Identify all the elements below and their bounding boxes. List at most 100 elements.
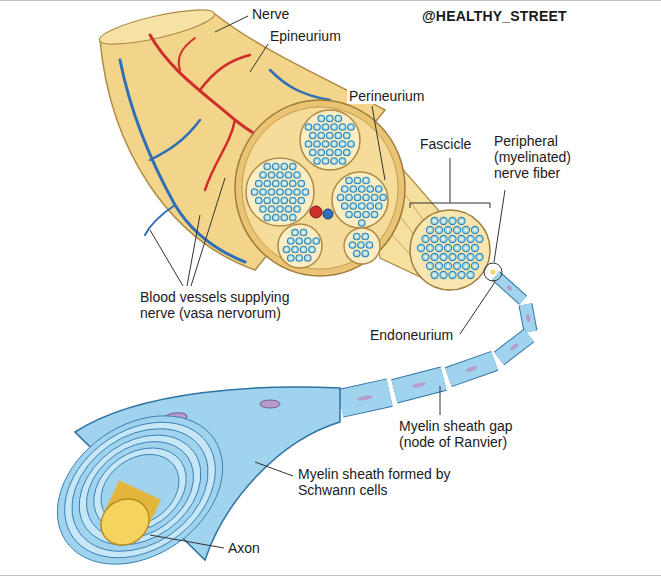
axon-section bbox=[360, 205, 363, 208]
axon-section bbox=[339, 196, 342, 199]
axon-section bbox=[373, 196, 376, 199]
nerve-fiber-section bbox=[458, 235, 465, 242]
axon-section bbox=[465, 247, 468, 250]
nerve-fiber-section bbox=[294, 172, 301, 179]
nerve-fiber-section bbox=[431, 271, 438, 278]
axon-section bbox=[433, 256, 436, 259]
axon-section bbox=[320, 117, 323, 120]
nerve-fiber-section bbox=[304, 238, 311, 245]
myelin-lamella bbox=[29, 385, 251, 576]
axon-section bbox=[302, 248, 305, 251]
nerve-fiber-section bbox=[285, 206, 292, 213]
axon-section bbox=[316, 126, 319, 129]
nerve-fiber-section bbox=[292, 246, 299, 253]
vein-section bbox=[323, 209, 333, 219]
nerve-fiber-section bbox=[380, 194, 387, 201]
nerve-fiber-section bbox=[458, 217, 465, 224]
nerve-fiber-section bbox=[476, 235, 483, 242]
nerve-fiber-section bbox=[285, 189, 292, 196]
frame-line bbox=[0, 575, 661, 576]
nerve-fiber-section bbox=[305, 124, 312, 131]
nerve-fiber-section bbox=[335, 132, 342, 139]
nerve-fiber-section bbox=[272, 163, 279, 170]
axon-section bbox=[451, 274, 454, 277]
nerve-fiber-section bbox=[255, 197, 262, 204]
nerve-fiber-section bbox=[277, 189, 284, 196]
nerve-fiber-section bbox=[462, 244, 469, 251]
nerve-fiber-section bbox=[331, 141, 338, 148]
sheath-segment-outline bbox=[448, 361, 494, 377]
axon-section bbox=[365, 213, 368, 216]
nerve-fiber-section bbox=[449, 253, 456, 260]
nerve-fiber-section bbox=[366, 242, 373, 249]
sheath-segment-outline bbox=[525, 304, 530, 331]
axon-section bbox=[442, 274, 445, 277]
schwann-nucleus bbox=[357, 394, 373, 401]
axon-section bbox=[300, 182, 303, 185]
nerve-fiber-section bbox=[453, 244, 460, 251]
nerve-fiber-section bbox=[264, 214, 271, 221]
axon-section bbox=[307, 126, 310, 129]
axon-section bbox=[438, 229, 441, 232]
axon-section bbox=[306, 240, 309, 243]
part-label: Endoneurium bbox=[368, 327, 455, 343]
nerve-fiber-section bbox=[426, 226, 433, 233]
axon-section bbox=[296, 191, 299, 194]
nerve-fiber-section bbox=[462, 262, 469, 269]
fascicle-section bbox=[344, 228, 380, 264]
axon-section bbox=[337, 134, 340, 137]
myelin-lamella bbox=[68, 422, 212, 559]
axon-section bbox=[451, 220, 454, 223]
schwann-nucleus bbox=[260, 400, 280, 408]
axon-section bbox=[287, 208, 290, 211]
axon-section bbox=[285, 248, 288, 251]
axon-section bbox=[291, 165, 294, 168]
nerve-fiber-section bbox=[281, 163, 288, 170]
schwann-nucleus bbox=[465, 365, 478, 373]
axon-section bbox=[304, 191, 307, 194]
nerve-fiber-section bbox=[467, 253, 474, 260]
sheath-segment bbox=[525, 304, 530, 331]
axon-section bbox=[348, 179, 351, 182]
nerve-fiber-section bbox=[353, 250, 360, 257]
nerve-fiber-section bbox=[304, 255, 311, 262]
leader-line bbox=[250, 44, 268, 72]
axon-section bbox=[307, 143, 310, 146]
myelinated-fiber bbox=[340, 270, 530, 404]
nerve-fiber-section bbox=[322, 124, 329, 131]
axon-section bbox=[316, 143, 319, 146]
leader-lines bbox=[150, 16, 505, 548]
nerve-fiber-section bbox=[363, 177, 370, 184]
axon-section bbox=[270, 174, 273, 177]
nerve-fiber-section bbox=[318, 115, 325, 122]
sheath-segment-outline bbox=[340, 393, 389, 404]
nerve-fiber-section bbox=[318, 149, 325, 156]
part-label: Myelin sheath gap (node of Ranvier) bbox=[397, 418, 529, 450]
nerve-fiber-section bbox=[348, 141, 355, 148]
axon-section bbox=[311, 134, 314, 137]
nerve-fiber-section bbox=[268, 172, 275, 179]
axon-section bbox=[257, 199, 260, 202]
nerve-fiber-section bbox=[444, 226, 451, 233]
axon-section bbox=[279, 208, 282, 211]
nerve-fiber-section bbox=[251, 189, 258, 196]
nerve-fiber-section bbox=[426, 244, 433, 251]
fiber-highlight bbox=[484, 263, 502, 281]
nerve-fiber-section bbox=[471, 226, 478, 233]
nerve-fiber-section bbox=[471, 262, 478, 269]
axon-section bbox=[474, 265, 477, 268]
vein bbox=[270, 70, 330, 100]
axon-section bbox=[328, 134, 331, 137]
nerve-fiber-section bbox=[440, 253, 447, 260]
nerve-fiber-section bbox=[326, 115, 333, 122]
axon-section bbox=[337, 117, 340, 120]
nerve-fiber-section bbox=[272, 180, 279, 187]
sheath-segment bbox=[496, 276, 523, 301]
axon-section bbox=[478, 238, 481, 241]
nerve-fiber-section bbox=[318, 132, 325, 139]
nerve-fiber-section bbox=[449, 217, 456, 224]
nerve-fiber-section bbox=[431, 235, 438, 242]
axon-section bbox=[289, 240, 292, 243]
part-label: Blood vessels supplying nerve (vasa nerv… bbox=[138, 289, 310, 321]
axon-section bbox=[447, 265, 450, 268]
